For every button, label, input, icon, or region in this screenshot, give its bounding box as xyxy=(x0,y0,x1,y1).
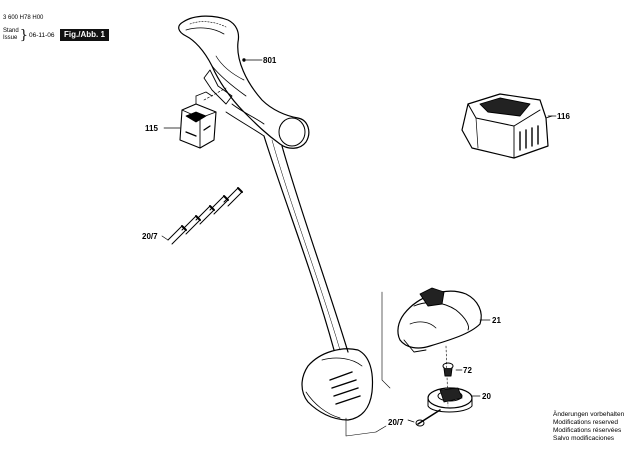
stand-issue-labels: Stand Issue xyxy=(3,28,19,42)
stand-issue-block: Stand Issue }06-11-06 xyxy=(3,28,55,42)
spool-holder-drawing xyxy=(427,387,481,413)
note-line-es: Salvo modificaciones xyxy=(553,435,615,442)
battery-pack-drawing xyxy=(163,87,227,149)
part-label-116: 116 xyxy=(557,112,570,121)
part-label-21: 21 xyxy=(492,316,501,325)
issue-date: 06-11-06 xyxy=(28,31,55,39)
note-line-en: Modifications reserved xyxy=(553,419,619,426)
guard-drawing xyxy=(397,287,491,407)
stand-label: Stand xyxy=(3,28,19,34)
part-label-20: 20 xyxy=(482,392,491,401)
part-labels: 801 115 116 20/7 21 72 20 20/7 xyxy=(142,56,570,427)
screw-drawing xyxy=(442,362,463,377)
assembly-frame-lines xyxy=(345,291,391,437)
spare-line-spools-drawing xyxy=(161,187,243,245)
note-line-fr: Modifications réservées xyxy=(553,427,622,434)
document-number: 3 600 H78 H00 xyxy=(3,15,44,21)
note-line-de: Änderungen vorbehalten xyxy=(553,411,625,418)
charger-drawing xyxy=(461,93,557,159)
trimmer-body-drawing xyxy=(178,15,374,421)
line-spool-drawing xyxy=(407,409,441,427)
part-label-72: 72 xyxy=(463,366,472,375)
part-label-20-7-top: 20/7 xyxy=(142,232,158,241)
brace-icon: } xyxy=(19,27,28,43)
part-label-20-7-bottom: 20/7 xyxy=(388,418,404,427)
issue-label: Issue xyxy=(3,35,18,41)
figure-badge: Fig./Abb. 1 xyxy=(60,29,109,41)
part-label-115: 115 xyxy=(145,124,158,133)
modifications-note: Änderungen vorbehalten Modifications res… xyxy=(553,411,624,443)
part-label-801: 801 xyxy=(263,56,277,65)
